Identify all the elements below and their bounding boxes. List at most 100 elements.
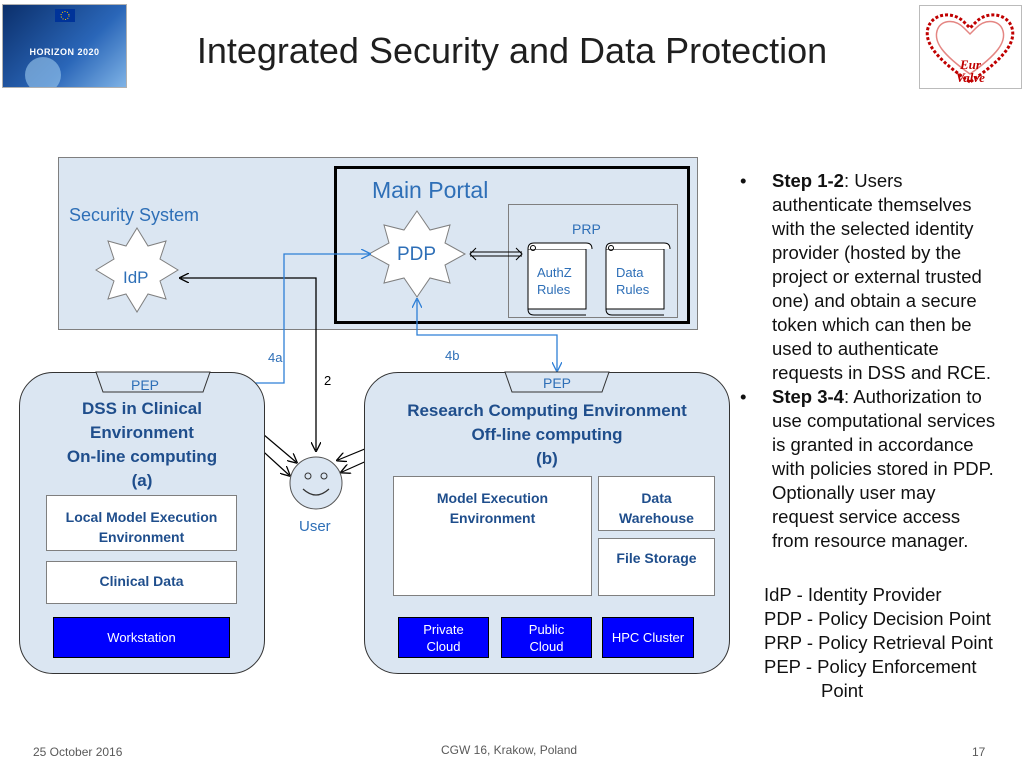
- data-warehouse-label: Data Warehouse: [598, 488, 715, 528]
- step-label-2: 2: [324, 373, 332, 388]
- bullet-2-line: : Authorization to: [843, 386, 982, 407]
- step-label-4b: 4b: [445, 348, 460, 363]
- bullet-dot-icon: •: [740, 170, 747, 191]
- authz-rules-line1: AuthZ: [537, 265, 572, 280]
- rce-title: Research Computing Environment Off-line …: [364, 399, 730, 471]
- public-cloud-box: [501, 617, 592, 658]
- clinical-data-label: Clinical Data: [99, 573, 184, 589]
- bullet-1-bold: Step 1-2: [772, 170, 844, 191]
- horizon-2020-text: HORIZON 2020: [29, 47, 100, 57]
- bullet-2-bold: Step 3-4: [772, 386, 844, 407]
- bullet-2-line: request service access: [772, 506, 961, 527]
- footer-event: CGW 16, Krakow, Poland: [441, 743, 578, 757]
- authz-rules-line2: Rules: [537, 282, 571, 297]
- bullet-2-line: use computational services: [772, 410, 996, 431]
- model-exec-line1: Model Execution: [436, 490, 549, 506]
- local-model-execution-box: [46, 495, 237, 551]
- eurvalve-text-line1: Eur: [960, 57, 981, 72]
- dss-title: DSS in Clinical Environment On-line comp…: [19, 397, 265, 493]
- glossary-item: PRP - Policy Retrieval Point: [764, 632, 993, 653]
- step-label-4a: 4a: [268, 350, 283, 365]
- bullet-1-line: requests in DSS and RCE.: [772, 362, 992, 383]
- pdp-prp-connector: [469, 247, 523, 261]
- clinical-data-box: [46, 561, 237, 604]
- private-cloud-line2: Cloud: [426, 639, 461, 654]
- bullet-dot-icon: •: [740, 386, 747, 407]
- glossary: IdP - Identity Provider PDP - Policy Dec…: [764, 583, 1022, 703]
- idp-star-shape: [95, 227, 179, 313]
- user-face-icon: [289, 456, 343, 510]
- glossary-item: Point: [821, 680, 864, 701]
- rce-title-line1: Research Computing Environment: [407, 401, 687, 420]
- eurvalve-text-line2: Valve: [956, 70, 985, 85]
- data-warehouse-line2: Warehouse: [619, 510, 694, 526]
- data-rules-line2: Rules: [616, 282, 650, 297]
- bullet-step-3-4: • Step 3-4: Authorization to use computa…: [740, 385, 1020, 553]
- authz-rules-label: AuthZ Rules: [537, 264, 572, 298]
- rce-pep-label: PEP: [542, 375, 571, 391]
- glossary-item: PEP - Policy Enforcement: [764, 656, 977, 677]
- bullet-1-line: : Users: [843, 170, 903, 191]
- hpc-cluster-box: [602, 617, 694, 658]
- bullet-1-line: token which can then be: [772, 314, 972, 335]
- arrow-4a: [207, 254, 369, 384]
- public-cloud-line2: Cloud: [529, 639, 564, 654]
- bullet-1-line: project or external trusted: [772, 266, 982, 287]
- private-cloud-line1: Private: [423, 622, 464, 637]
- dss-title-line4: (a): [131, 471, 153, 490]
- slide-title: Integrated Security and Data Protection: [196, 30, 828, 71]
- dss-title-line2: Environment: [90, 423, 194, 442]
- prp-label: PRP: [572, 221, 601, 237]
- public-cloud-label: Public Cloud: [501, 621, 592, 655]
- glossary-item: PDP - Policy Decision Point: [764, 608, 991, 629]
- public-cloud-line1: Public: [528, 622, 565, 637]
- glossary-item: IdP - Identity Provider: [764, 584, 942, 605]
- eu-flag-icon: [25, 9, 75, 87]
- file-storage-box: [598, 538, 715, 596]
- bullet-1-line: authenticate themselves: [772, 194, 972, 215]
- main-portal-label: Main Portal: [372, 177, 489, 203]
- idp-label: IdP: [123, 268, 149, 287]
- dss-pep-label: PEP: [130, 377, 159, 393]
- pdp-star-shape: [367, 210, 467, 298]
- data-rules-label: Data Rules: [616, 264, 649, 298]
- dss-title-line3: On-line computing: [66, 447, 218, 466]
- dss-pep-shape: [95, 371, 211, 393]
- bullet-2-line: Optionally user may: [772, 482, 936, 503]
- eurvalve-text: Eur Valve: [920, 58, 1021, 84]
- workstation-label: Workstation: [107, 630, 176, 645]
- bullet-2-line: from resource manager.: [772, 530, 969, 551]
- rce-title-line2: Off-line computing: [471, 425, 623, 444]
- footer-date: 25 October 2016: [33, 745, 123, 759]
- bullet-list: • Step 1-2: Users authenticate themselve…: [740, 169, 1020, 553]
- data-warehouse-line1: Data: [641, 490, 672, 506]
- bullet-1-line: used to authenticate: [772, 338, 939, 359]
- dss-title-line1: DSS in Clinical: [82, 399, 202, 418]
- eurvalve-logo: Eur Valve: [919, 5, 1022, 89]
- bullet-1-line: provider (hosted by the: [772, 242, 962, 263]
- local-model-execution-label: Local Model Execution Environment: [46, 507, 237, 547]
- local-model-line2: Environment: [98, 529, 185, 545]
- pdp-label: PDP: [397, 244, 437, 265]
- arrow-2: [181, 278, 316, 450]
- rce-title-line3: (b): [536, 449, 558, 468]
- data-rules-line1: Data: [616, 265, 644, 280]
- workstation-box: [53, 617, 230, 658]
- private-cloud-box: [398, 617, 489, 658]
- local-model-line1: Local Model Execution: [65, 509, 218, 525]
- private-cloud-label: Private Cloud: [398, 621, 489, 655]
- data-warehouse-box: [598, 476, 715, 531]
- bullet-1-line: with the selected identity: [772, 218, 974, 239]
- data-rules-scroll: [605, 242, 671, 316]
- bullet-2-line: with policies stored in PDP.: [772, 458, 994, 479]
- security-system-label: Security System: [69, 205, 200, 225]
- heart-icon: [925, 13, 1015, 84]
- model-execution-label: Model Execution Environment: [393, 488, 592, 528]
- horizon-2020-logo: HORIZON 2020: [2, 4, 127, 88]
- model-execution-box: [393, 476, 592, 596]
- rce-pep-shape: [504, 371, 610, 393]
- hpc-cluster-label: HPC Cluster: [611, 630, 685, 645]
- file-storage-label: File Storage: [616, 550, 697, 566]
- bullet-step-1-2: • Step 1-2: Users authenticate themselve…: [740, 169, 1020, 385]
- footer-page-number: 17: [972, 745, 986, 759]
